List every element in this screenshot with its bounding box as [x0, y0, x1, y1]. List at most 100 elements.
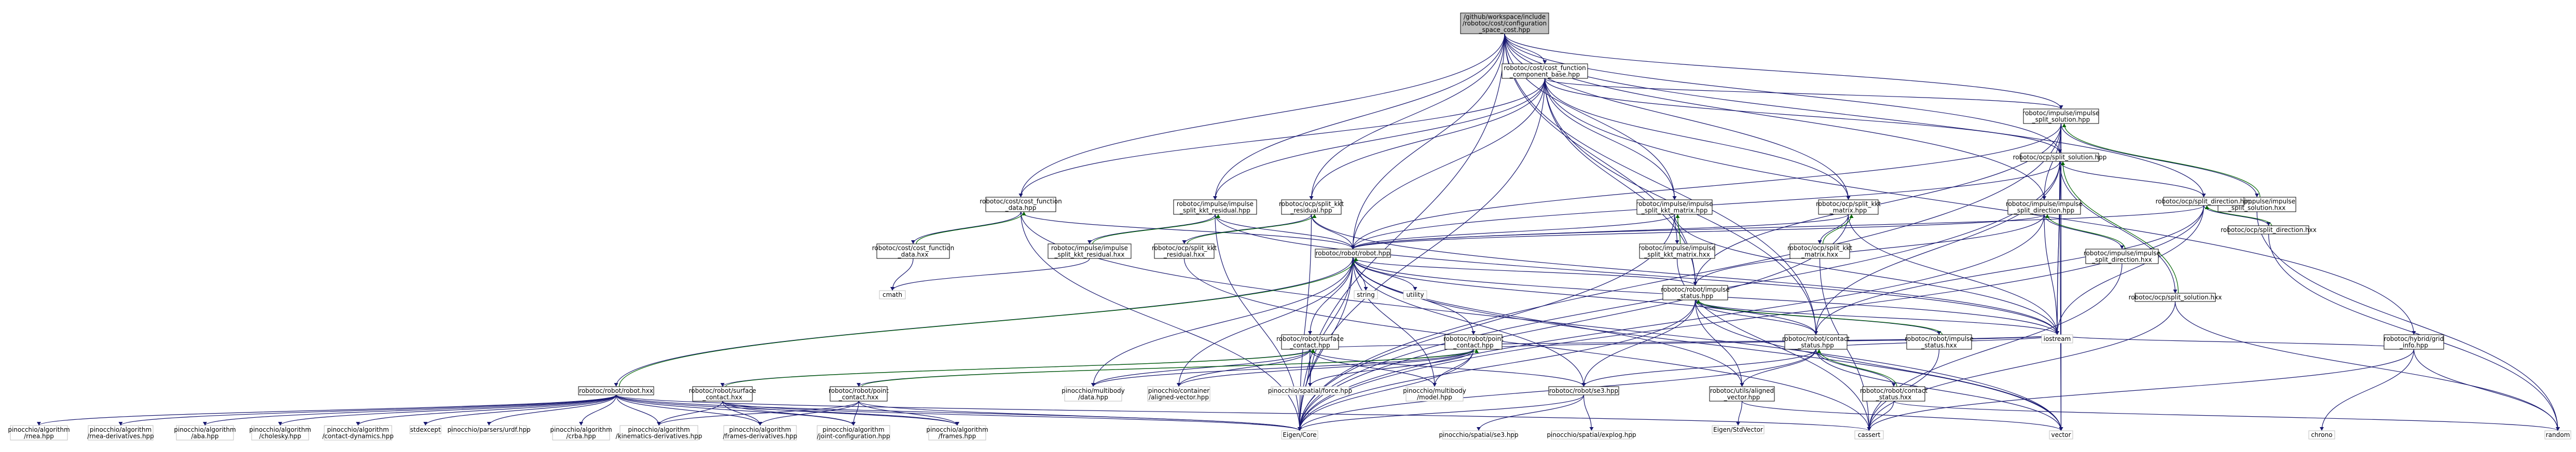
- node-label-line: robotoc/ocp/split_kkt: [1152, 244, 1217, 252]
- node-frames: pinocchio/algorithm/frames.hpp: [926, 425, 988, 441]
- back-include-edge-arrowhead: [2205, 206, 2209, 209]
- include-edge-arrowhead: [2059, 427, 2063, 431]
- include-edge-arrowhead: [1213, 196, 1217, 200]
- node-sd-hpp[interactable]: robotoc/ocp/split_direction.hpp: [2156, 197, 2252, 206]
- node-box: [1460, 12, 1549, 34]
- node-se3-hpp[interactable]: robotoc/robot/se3.hpp: [1548, 386, 1619, 395]
- include-edge-arrowhead: [1477, 427, 1481, 431]
- node-label-line: robotoc/ocp/split_direction.hxx: [2221, 226, 2317, 234]
- node-box: [2308, 430, 2335, 440]
- node-label-line: robotoc/impulse/impulse: [1051, 244, 1128, 252]
- include-edge-arrowhead: [614, 383, 618, 387]
- node-box: [2041, 334, 2073, 344]
- node-label-line: _contact.hxx: [838, 393, 879, 401]
- node-label-line: _split_direction.hpp: [2014, 207, 2074, 214]
- include-edge: [1183, 258, 1870, 431]
- include-edge: [858, 401, 1300, 431]
- node-skr-hpp[interactable]: robotoc/ocp/split_kkt_residual.hpp: [1279, 199, 1344, 215]
- node-label-line: _space_cost.hpp: [1479, 26, 1531, 34]
- include-edge: [1299, 33, 1505, 431]
- node-cfd-hpp[interactable]: robotoc/cost/cost_function_data.hpp: [980, 197, 1062, 212]
- node-hybrid[interactable]: robotoc/hybrid/grid_info.hpp: [2384, 334, 2444, 350]
- node-label-line: robotoc/ocp/split_kkt: [1787, 244, 1852, 252]
- node-box: [817, 425, 890, 441]
- node-cstat-hpp[interactable]: robotoc/robot/contact_status.hpp: [1782, 334, 1850, 350]
- node-label-line: robotoc/cost/cost_function: [872, 244, 955, 252]
- node-iskr-hxx[interactable]: robotoc/impulse/impulse_split_kkt_residu…: [1048, 243, 1132, 259]
- node-rnea: pinocchio/algorithm/rnea.hpp: [8, 425, 70, 441]
- node-vector: vector: [2049, 430, 2073, 440]
- node-sd-hxx[interactable]: robotoc/ocp/split_direction.hxx: [2221, 225, 2317, 235]
- include-edge: [1020, 33, 1505, 198]
- include-edge-arrowhead: [911, 240, 915, 244]
- node-istat-hpp[interactable]: robotoc/robot/impulse_status.hpp: [1661, 285, 1730, 300]
- node-cfb-hpp[interactable]: robotoc/cost/cost_function_component_bas…: [1501, 63, 1588, 79]
- include-edge: [2044, 214, 2123, 250]
- node-cstat-hxx[interactable]: robotoc/robot/contact_status.hxx: [1860, 386, 1928, 402]
- include-edge: [1741, 349, 1816, 387]
- include-edge-arrowhead: [955, 422, 959, 426]
- node-label-line: robotoc/robot/robot.hpp: [1316, 250, 1390, 257]
- node-istat-hxx[interactable]: robotoc/robot/impulse_status.hxx: [1905, 334, 1974, 350]
- node-box: [2020, 153, 2099, 162]
- include-edge-arrowhead: [1817, 240, 1822, 244]
- node-robot-hxx[interactable]: robotoc/robot/robot.hxx: [578, 386, 654, 395]
- back-include-edge-arrowhead: [1817, 349, 1821, 353]
- node-label-line: _data.hxx: [898, 251, 929, 258]
- node-label-line: _split_kkt_residual.hpp: [1179, 207, 1250, 214]
- node-label-line: pinocchio/spatial/force.hpp: [1268, 387, 1352, 394]
- back-include-edge: [2206, 205, 2272, 226]
- node-label-line: robotoc/robot/contact: [1860, 387, 1928, 394]
- node-label-line: _residual.hpp: [1290, 207, 1332, 214]
- node-skm-hpp[interactable]: robotoc/ocp/split_kkt_matrix.hpp: [1816, 199, 1881, 215]
- node-box: [879, 290, 906, 299]
- node-pc-hxx[interactable]: robotoc/robot/point_contact.hxx: [829, 386, 889, 402]
- include-edge: [1215, 78, 1546, 200]
- node-root[interactable]: /github/workspace/include/robotoc/cost/c…: [1460, 12, 1549, 34]
- node-isd-hpp[interactable]: robotoc/impulse/impulse_split_direction.…: [2006, 199, 2083, 215]
- node-skm-hxx[interactable]: robotoc/ocp/split_kkt_matrix.hxx: [1787, 243, 1852, 259]
- node-label-line: _status.hpp: [1677, 292, 1714, 299]
- back-include-edge: [1698, 299, 1943, 335]
- include-edge-arrowhead: [1413, 287, 1417, 291]
- node-sc-hpp[interactable]: robotoc/robot/surface_contact.hpp: [1276, 334, 1344, 350]
- node-label-line: /contact-dynamics.hpp: [322, 432, 393, 440]
- node-ualigned[interactable]: robotoc/utils/aligned_vector.hpp: [1709, 386, 1775, 402]
- node-label-line: /crba.hpp: [566, 432, 596, 440]
- node-box: [578, 386, 654, 395]
- include-edge-arrowhead: [857, 383, 861, 387]
- node-crba: pinocchio/algorithm/crba.hpp: [550, 425, 612, 441]
- node-aba: pinocchio/algorithm/aba.hpp: [174, 425, 236, 441]
- node-sc-hxx[interactable]: robotoc/robot/surface_contact.hxx: [689, 386, 756, 402]
- node-label-line: robotoc/ocp/split_direction.hpp: [2156, 198, 2252, 205]
- node-cfd-hxx[interactable]: robotoc/cost/cost_function_data.hxx: [872, 243, 955, 259]
- include-edge: [1352, 123, 2062, 250]
- include-edge-arrowhead: [1177, 383, 1181, 387]
- node-ss-hpp[interactable]: robotoc/ocp/split_solution.hpp: [2013, 153, 2107, 162]
- node-pc-hpp[interactable]: robotoc/robot/point_contact.hpp: [1443, 334, 1504, 350]
- node-iskr-hpp[interactable]: robotoc/impulse/impulse_split_kkt_residu…: [1173, 199, 1257, 215]
- include-edge: [2057, 205, 2205, 335]
- node-isd-hxx[interactable]: robotoc/impulse/impulse_split_direction.…: [2084, 249, 2160, 264]
- node-eigen-std: Eigen/StdVector: [1712, 425, 1765, 434]
- include-edge-arrowhead: [2059, 105, 2063, 109]
- node-is-hpp[interactable]: robotoc/impulse/impulse_split_solution.h…: [2022, 108, 2100, 124]
- node-label-line: _split_solution.hpp: [2032, 116, 2090, 123]
- node-skr-hxx[interactable]: robotoc/ocp/split_kkt_residual.hxx: [1152, 243, 1217, 259]
- node-label-line: /data.hpp: [1078, 393, 1108, 401]
- include-edge: [615, 394, 1870, 431]
- include-edge-arrowhead: [720, 383, 725, 387]
- node-box: [928, 425, 986, 441]
- node-box: [1662, 285, 1728, 300]
- node-iskm-hxx[interactable]: robotoc/impulse/impulse_split_kkt_matrix…: [1638, 243, 1716, 259]
- include-edge-arrowhead: [1087, 240, 1092, 244]
- node-box: [1154, 243, 1215, 259]
- node-cholesky: pinocchio/algorithm/cholesky.hpp: [249, 425, 311, 441]
- node-robot-hpp[interactable]: robotoc/robot/robot.hpp: [1315, 249, 1391, 258]
- back-include-edge-arrowhead: [1216, 214, 1220, 218]
- node-box: [2384, 334, 2444, 350]
- node-ss-hxx[interactable]: robotoc/ocp/split_solution.hxx: [2129, 293, 2222, 302]
- node-iskm-hpp[interactable]: robotoc/impulse/impulse_split_kkt_matrix…: [1636, 199, 1713, 215]
- node-aligned-vector: pinocchio/container/aligned-vector.hpp: [1147, 386, 1210, 402]
